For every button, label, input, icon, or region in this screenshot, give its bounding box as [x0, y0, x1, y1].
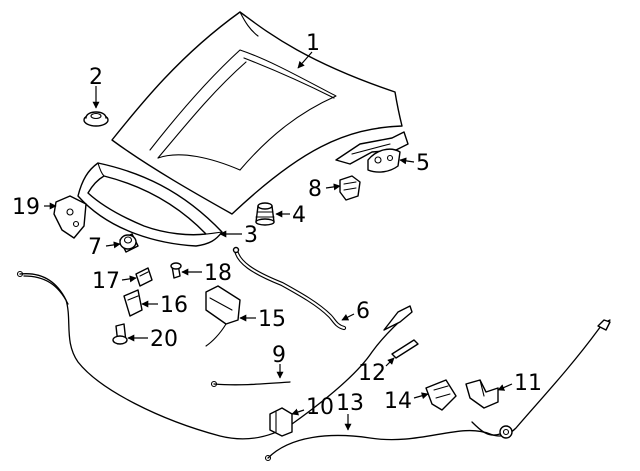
rubber-stopper [255, 202, 275, 226]
callout-6: 6 [356, 299, 370, 324]
bracket-10 [269, 407, 293, 437]
leader-14 [413, 392, 429, 400]
plug [119, 233, 139, 253]
leader-6 [341, 313, 355, 321]
leader-1 [297, 51, 313, 69]
callout-8: 8 [308, 177, 322, 202]
leader-17 [121, 275, 137, 283]
hood-bumper [83, 111, 109, 127]
hood-hinge [335, 131, 409, 173]
bracket-11 [465, 379, 499, 409]
callout-10: 10 [306, 395, 334, 420]
callout-19: 19 [12, 195, 40, 220]
callout-3: 3 [244, 223, 258, 248]
callout-4: 4 [292, 203, 306, 228]
callout-14: 14 [384, 389, 412, 414]
leader-10 [291, 408, 305, 416]
hood-panel [111, 11, 403, 215]
hood-seal-frame [77, 162, 223, 247]
callout-13: 13 [336, 391, 364, 416]
callout-11: 11 [514, 371, 542, 396]
leader-7 [105, 241, 121, 249]
lock-module [205, 285, 241, 347]
callout-5: 5 [416, 151, 430, 176]
release-cable-main [16, 270, 413, 440]
callout-2: 2 [89, 65, 103, 90]
bolt-20 [112, 323, 128, 345]
leader-8 [325, 183, 341, 191]
leader-11 [497, 383, 513, 391]
latch-plate [53, 195, 87, 239]
callout-17: 17 [92, 269, 120, 294]
callout-7: 7 [88, 235, 102, 260]
callout-16: 16 [160, 293, 188, 318]
release-rod [232, 246, 347, 331]
leader-12 [385, 357, 395, 367]
bracket-16 [123, 289, 143, 317]
callout-20: 20 [150, 327, 178, 352]
clip [339, 175, 361, 201]
clip-17 [135, 267, 153, 287]
release-handle [391, 339, 419, 359]
callout-12: 12 [358, 361, 386, 386]
callout-1: 1 [306, 31, 320, 56]
callout-15: 15 [258, 307, 286, 332]
callout-9: 9 [272, 343, 286, 368]
release-cable-secondary [264, 319, 611, 462]
leader-5 [399, 157, 415, 165]
callout-18: 18 [204, 261, 232, 286]
bolt-18 [170, 262, 182, 279]
latch [425, 379, 457, 411]
